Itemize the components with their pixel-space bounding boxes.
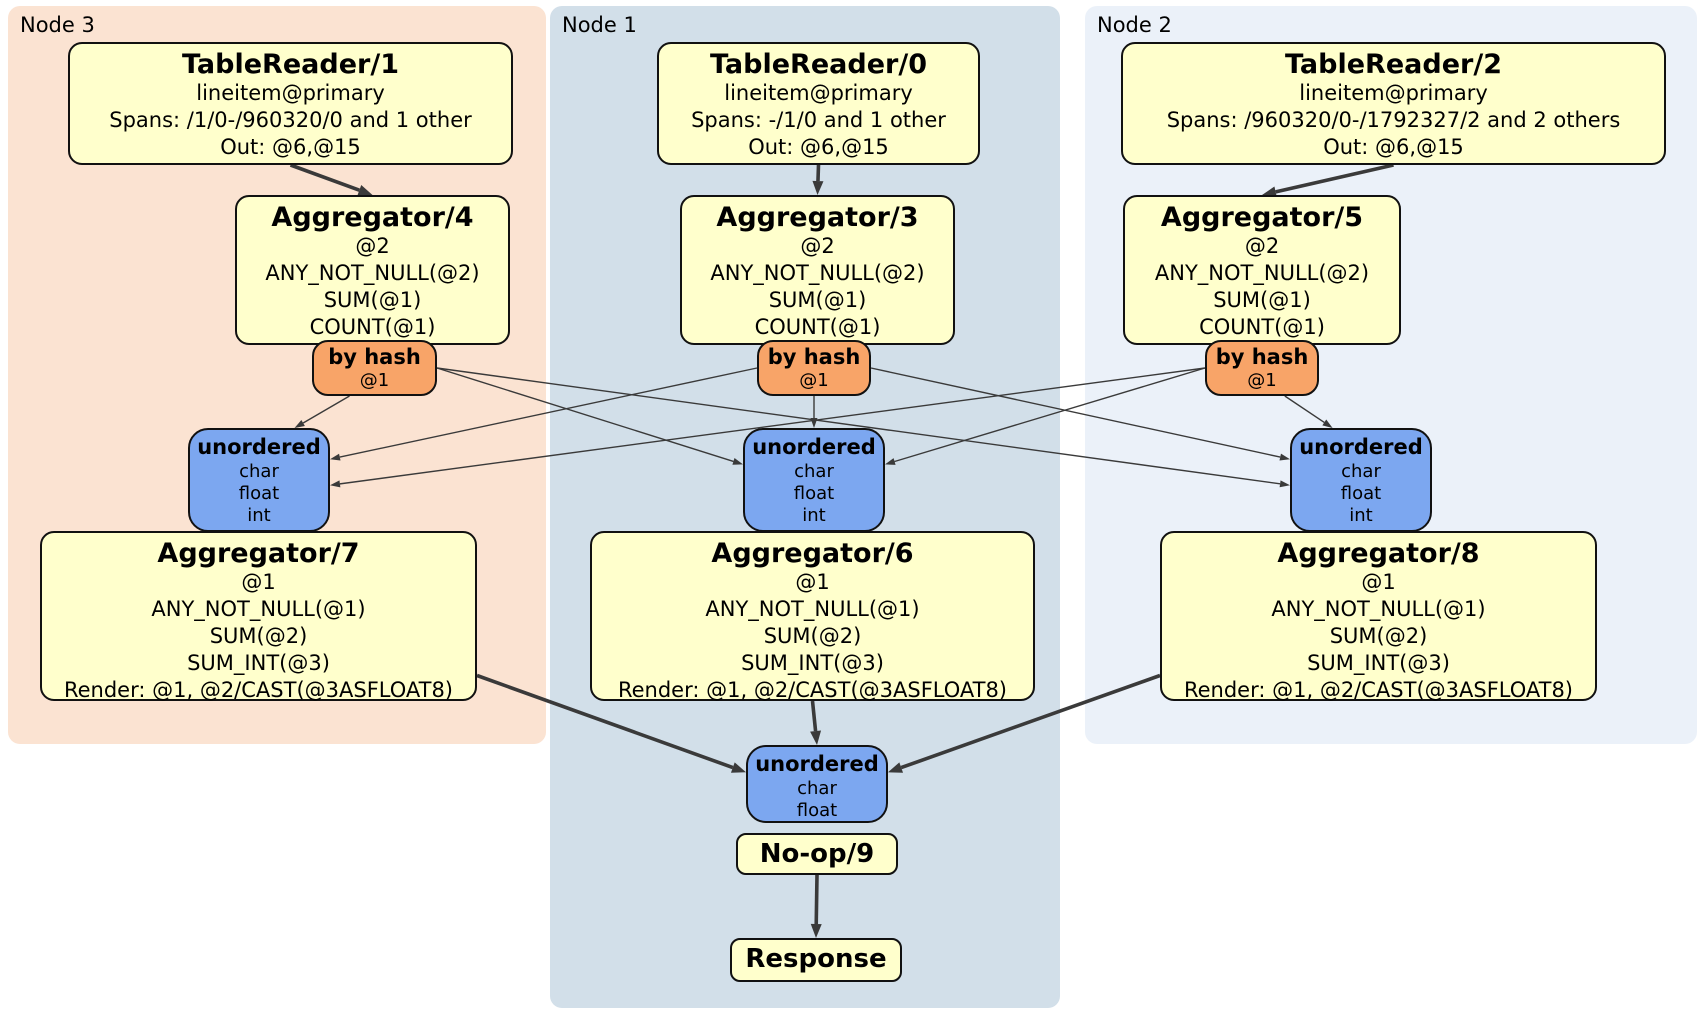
box-line: SUM(@2): [1329, 624, 1428, 648]
box-line: SUM(@1): [1213, 288, 1311, 312]
tablereader-1: TableReader/1 lineitem@primary Spans: /1…: [68, 42, 513, 165]
sync-type: float: [238, 483, 280, 504]
response: Response: [730, 938, 902, 982]
aggregator-7: Aggregator/7 @1 ANY_NOT_NULL(@1) SUM(@2)…: [40, 531, 477, 702]
box-title: No-op/9: [759, 839, 875, 869]
box-title: Aggregator/3: [716, 202, 919, 233]
router-key: @1: [359, 370, 390, 391]
sync-type: char: [239, 461, 279, 482]
box-line: @1: [795, 570, 830, 594]
box-line: @2: [1244, 234, 1280, 258]
box-line: ANY_NOT_NULL(@2): [265, 261, 480, 285]
box-title: Aggregator/7: [157, 538, 360, 569]
router-key: @1: [1247, 370, 1277, 391]
box-line: ANY_NOT_NULL(@1): [1271, 597, 1486, 621]
box-line: COUNT(@1): [754, 315, 881, 339]
sync-type: char: [794, 461, 834, 482]
by-hash-router-node3: by hash @1: [312, 340, 437, 396]
box-title: TableReader/1: [182, 49, 399, 80]
aggregator-5: Aggregator/5 @2 ANY_NOT_NULL(@2) SUM(@1)…: [1123, 195, 1401, 345]
box-line: @2: [800, 234, 835, 258]
box-line: Out: @6,@15: [748, 135, 889, 159]
by-hash-router-node2: by hash @1: [1205, 340, 1319, 396]
box-line: ANY_NOT_NULL(@1): [705, 597, 920, 621]
sync-type: float: [793, 483, 835, 504]
unordered-sync-final: unordered char float: [746, 745, 888, 823]
box-title: Aggregator/5: [1160, 202, 1364, 233]
box-line: SUM_INT(@3): [1307, 651, 1450, 675]
box-line: lineitem@primary: [196, 81, 385, 105]
box-title: TableReader/0: [710, 49, 927, 80]
sync-type: int: [1349, 505, 1373, 526]
box-line: COUNT(@1): [1199, 315, 1325, 339]
box-title: Aggregator/4: [271, 202, 474, 233]
box-line: Render: @1, @2/CAST(@3ASFLOAT8): [617, 678, 1008, 702]
box-line: ANY_NOT_NULL(@2): [710, 261, 925, 285]
router-title: by hash: [767, 345, 861, 369]
box-line: COUNT(@1): [309, 315, 436, 339]
box-line: lineitem@primary: [1299, 81, 1488, 105]
node-label-3: Node 3: [20, 13, 95, 37]
box-line: SUM(@1): [323, 288, 422, 312]
box-line: Out: @6,@15: [220, 135, 361, 159]
unordered-sync-node2: unordered char float int: [1290, 428, 1432, 532]
sync-title: unordered: [752, 435, 876, 459]
box-line: SUM(@2): [763, 624, 862, 648]
box-line: Spans: /960320/0-/1792327/2 and 2 others: [1166, 108, 1621, 132]
box-line: @1: [1361, 570, 1396, 594]
sync-title: unordered: [197, 435, 321, 459]
aggregator-4: Aggregator/4 @2 ANY_NOT_NULL(@2) SUM(@1)…: [235, 195, 510, 345]
box-line: SUM(@1): [768, 288, 867, 312]
unordered-sync-node1: unordered char float int: [743, 428, 885, 532]
sync-type: char: [797, 778, 837, 799]
tablereader-0: TableReader/0 lineitem@primary Spans: -/…: [657, 42, 980, 165]
by-hash-router-node1: by hash @1: [757, 340, 871, 396]
sync-type: char: [1341, 461, 1381, 482]
box-title: Response: [745, 944, 887, 974]
box-title: TableReader/2: [1285, 49, 1502, 80]
router-title: by hash: [1215, 345, 1309, 369]
node-label-2: Node 2: [1097, 13, 1172, 37]
sync-type: float: [1340, 483, 1382, 504]
aggregator-6: Aggregator/6 @1 ANY_NOT_NULL(@1) SUM(@2)…: [590, 531, 1035, 702]
box-line: SUM_INT(@3): [187, 651, 330, 675]
box-line: Spans: -/1/0 and 1 other: [691, 108, 946, 132]
noop-9: No-op/9: [736, 833, 898, 875]
sync-title: unordered: [1299, 435, 1423, 459]
unordered-sync-node3: unordered char float int: [188, 428, 330, 532]
box-line: Render: @1, @2/CAST(@3ASFLOAT8): [1183, 678, 1574, 702]
box-line: Out: @6,@15: [1323, 135, 1464, 159]
box-line: Render: @1, @2/CAST(@3ASFLOAT8): [63, 678, 454, 702]
sync-type: int: [802, 505, 826, 526]
box-line: @1: [241, 570, 276, 594]
box-line: Spans: /1/0-/960320/0 and 1 other: [109, 108, 472, 132]
sync-type: float: [796, 800, 838, 821]
router-title: by hash: [328, 345, 421, 369]
sync-title: unordered: [755, 752, 879, 776]
box-line: SUM_INT(@3): [741, 651, 884, 675]
box-title: Aggregator/8: [1277, 538, 1480, 569]
box-title: Aggregator/6: [711, 538, 914, 569]
box-line: ANY_NOT_NULL(@2): [1154, 261, 1370, 285]
node-label-1: Node 1: [562, 13, 637, 37]
box-line: lineitem@primary: [724, 81, 913, 105]
sync-type: int: [247, 505, 271, 526]
box-line: SUM(@2): [209, 624, 308, 648]
router-key: @1: [799, 370, 829, 391]
tablereader-2: TableReader/2 lineitem@primary Spans: /9…: [1121, 42, 1666, 165]
aggregator-3: Aggregator/3 @2 ANY_NOT_NULL(@2) SUM(@1)…: [680, 195, 955, 345]
aggregator-8: Aggregator/8 @1 ANY_NOT_NULL(@1) SUM(@2)…: [1160, 531, 1597, 702]
box-line: @2: [355, 234, 390, 258]
box-line: ANY_NOT_NULL(@1): [151, 597, 366, 621]
